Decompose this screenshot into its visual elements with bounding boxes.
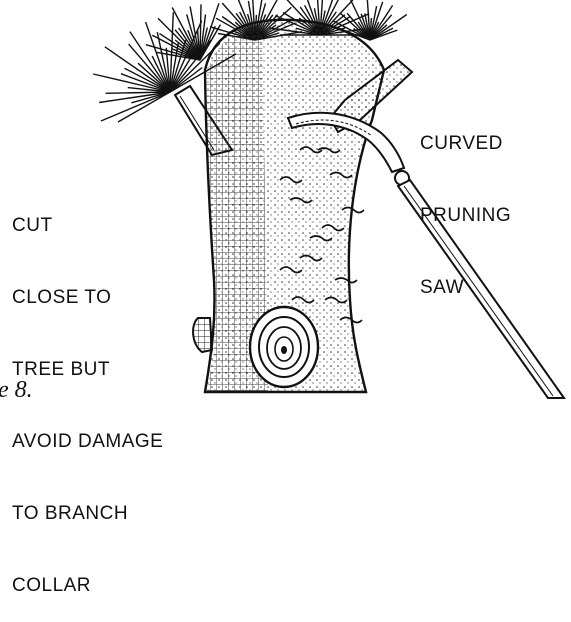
figure-caption: e 8. [0,377,33,404]
saw-label: CURVED PRUNING SAW [420,84,511,324]
saw-label-line: CURVED [420,132,511,156]
cut-label-line: CUT [12,214,163,238]
cut-instruction-label: CUT CLOSE TO TREE BUT AVOID DAMAGE TO BR… [12,166,163,622]
cut-label-line: AVOID DAMAGE [12,430,163,454]
cut-label-line: COLLAR [12,574,163,598]
saw-label-line: SAW [420,276,511,300]
cut-label-line: CLOSE TO [12,286,163,310]
trunk-knot [193,318,212,352]
saw-label-line: PRUNING [420,204,511,228]
cut-label-line: TREE BUT [12,358,163,382]
branch-stub-collar [250,307,318,387]
pine-needle [93,74,170,92]
pine-needle [101,92,170,121]
cut-label-line: TO BRANCH [12,502,163,526]
